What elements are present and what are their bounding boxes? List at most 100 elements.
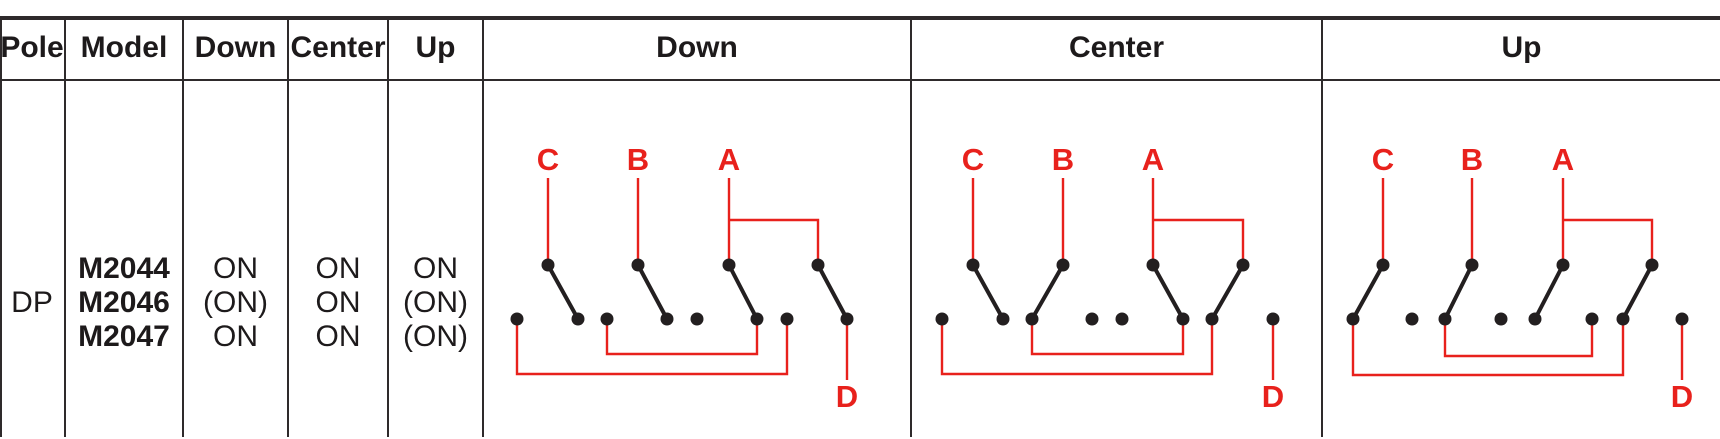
pivot-contact-dot [1645,258,1659,272]
pivot-contact-dot [722,258,736,272]
bottom-contact-dot [1205,312,1219,326]
bottom-contact-dot [1085,312,1099,326]
pivot-contact-dot [541,258,555,272]
terminal-label: D [836,379,858,414]
terminal-label: A [718,142,740,177]
bottom-contact-dot [690,312,704,326]
header-separator-rule [0,79,1720,81]
pivot-contact-dot [631,258,645,272]
table-top-rule [0,16,1720,20]
cell-line: ON [213,320,258,353]
jumper-wire [515,319,789,376]
cell-line: M2044 [78,252,170,285]
pivot-contact-dot [1376,258,1390,272]
col-header-up: Up [415,31,456,64]
bottom-contact-dot [840,312,854,326]
cell-line: (ON) [203,286,268,319]
jumper-wire [1443,319,1594,358]
col-header-down: Down [194,31,277,64]
bottom-contact-dot [996,312,1010,326]
bottom-contact-dot [1346,312,1360,326]
branch-wire [1153,218,1245,265]
cell-line: ON [213,252,258,285]
terminal-label: C [962,142,984,177]
pivot-contact-dot [1236,258,1250,272]
bottom-contact-dot [660,312,674,326]
pivot-contact-dot [811,258,825,272]
bottom-contact-dot [1528,312,1542,326]
jumper-wire [1030,319,1185,356]
switch-arm [1533,263,1565,321]
down-values: ON(ON)ON [184,252,287,354]
jumper-wire [605,319,759,356]
terminal-label: D [1671,379,1693,414]
bottom-contact-dot [1438,312,1452,326]
switch-arm [636,263,669,321]
diagram-up: C B A D [1346,142,1693,414]
pivot-contact-dot [1056,258,1070,272]
pivot-contact-dot [1556,258,1570,272]
divider-diagramdown-diagramcenter [910,17,912,437]
bottom-contact-dot [750,312,764,326]
divider-center-up [387,17,389,437]
switch-arm [1210,263,1245,321]
bottom-contact-dot [1585,312,1599,326]
terminal-label: B [1052,142,1074,177]
switch-arm [1621,263,1654,321]
bottom-contact-dot [510,312,524,326]
bottom-contact-dot [600,312,614,326]
divider-up-diagramdown [482,17,484,437]
terminal-label: D [1262,379,1284,414]
terminal-label: C [1372,142,1394,177]
switch-arm [546,263,580,321]
table-left-border [0,17,2,437]
jumper-wire [1351,319,1625,377]
bottom-contact-dot [1266,312,1280,326]
switch-arm [1151,263,1185,321]
divider-diagramcenter-diagramup [1321,17,1323,437]
terminal-label: A [1552,142,1574,177]
terminal-label: B [1461,142,1483,177]
bottom-contact-dot [780,312,794,326]
branch-wire [729,218,820,265]
divider-down-center [287,17,289,437]
col-header-model: Model [80,31,168,64]
switch-arm [1443,263,1474,321]
bottom-contact-dot [1405,312,1419,326]
cell-line: ON [315,286,361,319]
cell-line: ON [315,252,361,285]
switch-arm [816,263,849,321]
pivot-contact-dot [1146,258,1160,272]
diagram-center: C B A D [935,142,1284,414]
diagram-header-down: Down [656,31,738,64]
terminal-label: A [1142,142,1164,177]
bottom-contact-dot [1494,312,1508,326]
cell-line: (ON) [403,286,468,319]
divider-model-down [182,17,184,437]
bottom-contact-dot [935,312,949,326]
jumper-wire [940,319,1214,376]
switch-arm [1030,263,1065,321]
pole-value: DP [11,286,53,319]
bottom-contact-dot [571,312,585,326]
cell-line: M2047 [78,320,170,353]
divider-pole-model [64,17,66,437]
switch-arm [971,263,1005,321]
terminal-label: B [627,142,649,177]
up-values: ON(ON)(ON) [389,252,482,354]
cell-line: ON [315,320,361,353]
col-header-center: Center [290,31,386,64]
branch-wire [1563,218,1654,265]
bottom-contact-dot [1176,312,1190,326]
diagram-header-up: Up [1501,31,1542,64]
diagram-header-center: Center [1068,31,1165,64]
pivot-contact-dot [966,258,980,272]
cell-line: M2046 [78,286,170,319]
cell-line: (ON) [403,320,468,353]
terminal-label: C [537,142,559,177]
bottom-contact-dot [1115,312,1129,326]
